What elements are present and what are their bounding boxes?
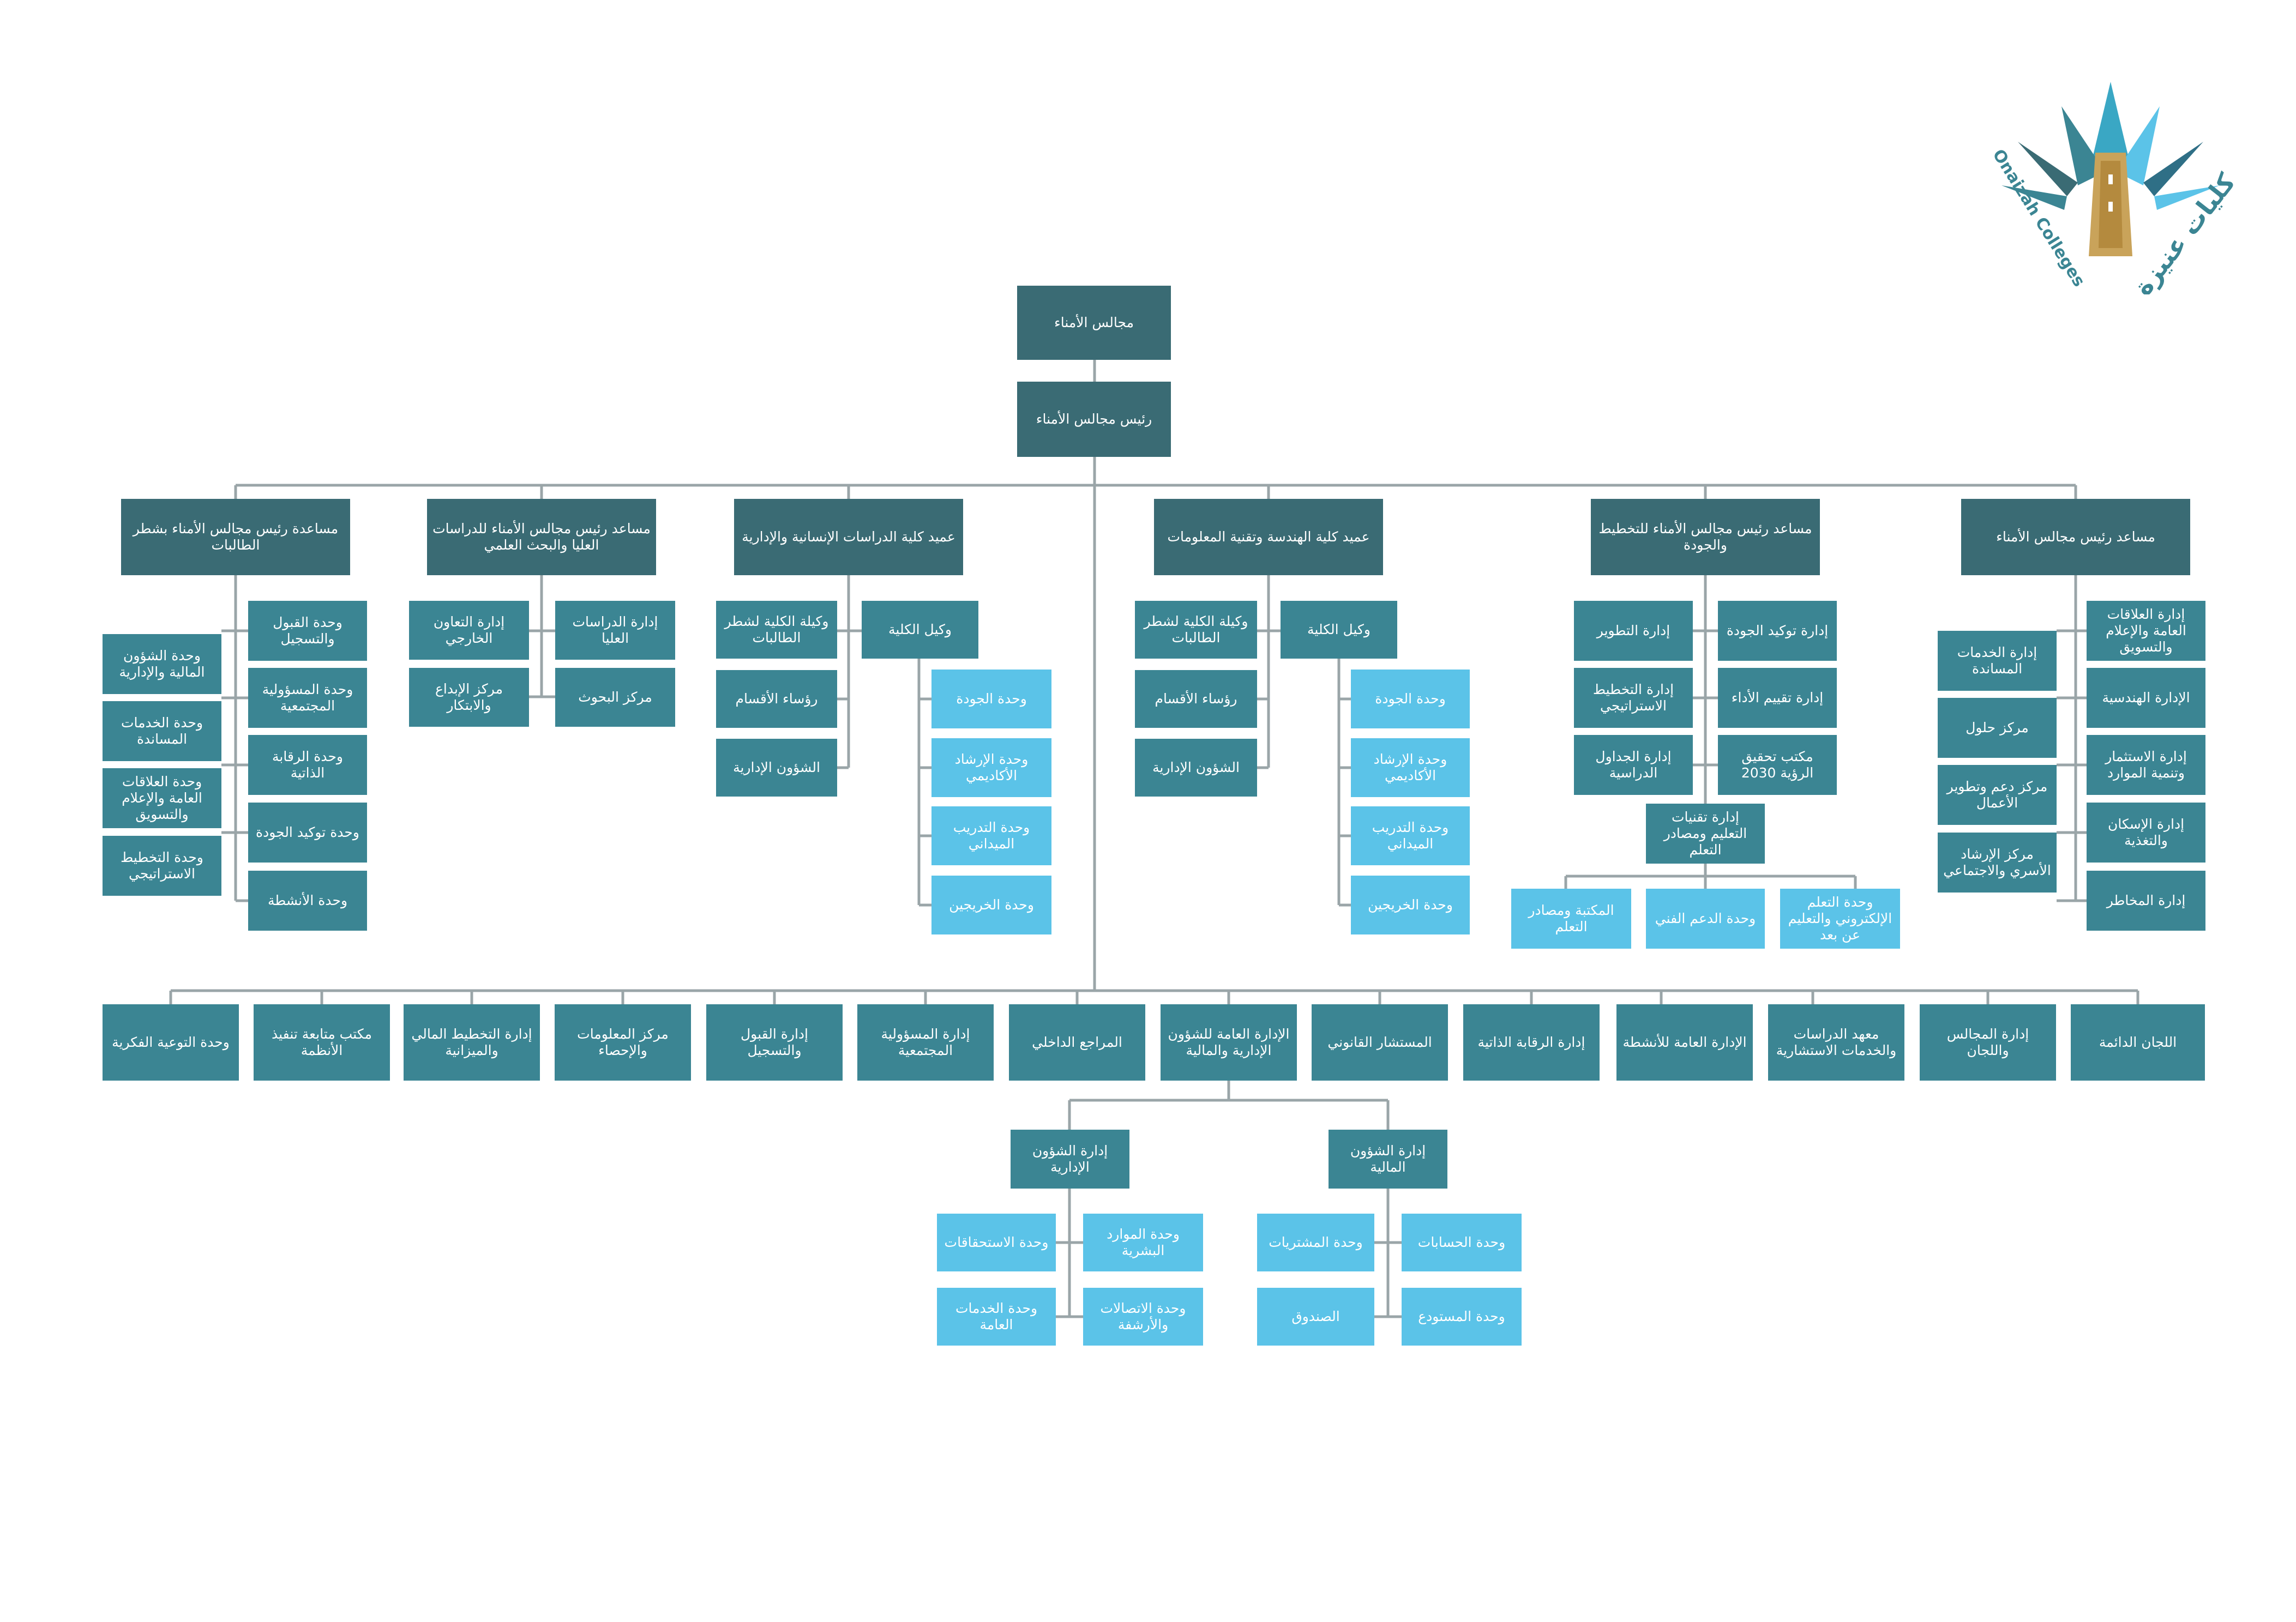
bottom-unit: إدارة المجالس واللجان — [1920, 1004, 2056, 1081]
unit-box: مركز حلول — [1938, 698, 2057, 758]
unit-box: رؤساء الأقسام — [1135, 670, 1257, 728]
branch-title: مساعد رئيس مجالس الأمناء للتخطيط والجودة — [1591, 499, 1820, 575]
branch-title: عميد كلية الدراسات الإنسانية والإدارية — [734, 499, 963, 575]
unit-box: إدارة الإسكان والتغذية — [2087, 803, 2205, 863]
unit-box: وحدة الخدمات العامة — [937, 1288, 1056, 1346]
unit-box: الإدارة الهندسية — [2087, 668, 2205, 728]
branch-title: مساعد رئيس مجالس الأمناء — [1961, 499, 2190, 575]
unit-box: وحدة الرقابة الذاتية — [248, 735, 367, 795]
branch-title: عميد كلية الهندسة وتقنية المعلومات — [1154, 499, 1383, 575]
unit-box: وحدة التدريب الميداني — [1351, 806, 1470, 865]
logo-english-text: Onaizah Colleges — [1988, 146, 2088, 291]
unit-box: وحدة التعلم الإلكتروني والتعليم عن بعد — [1780, 889, 1900, 949]
bottom-unit: معهد الدراسات والخدمات الاستشارية — [1768, 1004, 1904, 1081]
unit-box: وكيل الكلية — [862, 601, 978, 659]
unit-box: إدارة التخطيط الاستراتيجي — [1574, 668, 1693, 728]
unit-box: وحدة الجودة — [1351, 670, 1470, 728]
unit-box: الصندوق — [1257, 1288, 1374, 1346]
unit-box: وحدة الخريجين — [1351, 876, 1470, 934]
unit-box: وكيل الكلية — [1281, 601, 1397, 659]
bottom-unit: الإدارة العامة للشؤون الإدارية والمالية — [1161, 1004, 1297, 1081]
unit-box: وحدة الحسابات — [1402, 1214, 1522, 1271]
unit-box: وحدة الخدمات المساندة — [103, 701, 221, 761]
bottom-unit: المستشار القانوني — [1312, 1004, 1448, 1081]
unit-box: وحدة القبول والتسجيل — [248, 601, 367, 661]
unit-box: إدارة توكيد الجودة — [1718, 601, 1837, 661]
unit-box: وحدة العلاقات العامة والإعلام والتسويق — [103, 768, 221, 828]
unit-box: الشؤون الإدارية — [1135, 739, 1257, 797]
bottom-unit: وحدة التوعية الفكرية — [103, 1004, 239, 1081]
unit-box: وحدة الموارد البشرية — [1083, 1214, 1203, 1271]
bottom-unit: مكتب متابعة تنفيذ الأنظمة — [254, 1004, 390, 1081]
unit-box: وحدة الاستحقاقات — [937, 1214, 1056, 1271]
unit-box: وحدة الشؤون المالية والإدارية — [103, 634, 221, 694]
unit-box: وحدة الجودة — [931, 670, 1051, 728]
unit-box: مركز الإبداع والابتكار — [409, 668, 529, 727]
board-of-trustees: مجالس الأمناء — [1017, 286, 1171, 360]
onaizah-colleges-logo: كليات عنيزة Onaizah Colleges — [1988, 82, 2241, 294]
unit-box: إدارة العلاقات العامة والإعلام والتسويق — [2087, 601, 2205, 661]
unit-box: وحدة توكيد الجودة — [248, 803, 367, 863]
unit-box: وحدة التخطيط الاستراتيجي — [103, 836, 221, 896]
bottom-unit: إدارة المسؤولية المجتمعية — [857, 1004, 994, 1081]
unit-box: المكتبة ومصادر التعلم — [1511, 889, 1631, 949]
bottom-unit: المراجع الداخلي — [1009, 1004, 1145, 1081]
bottom-unit: إدارة الرقابة الذاتية — [1463, 1004, 1600, 1081]
unit-box: وحدة الإرشاد الأكاديمي — [1351, 738, 1470, 797]
unit-box: وحدة الأنشطة — [248, 871, 367, 931]
unit-box: وحدة الخريجين — [931, 876, 1051, 934]
bottom-unit: مركز المعلومات والإحصاء — [555, 1004, 691, 1081]
branch-title: مساعدة رئيس مجالس الأمناء بشطر الطالبات — [121, 499, 350, 575]
unit-box: وحدة الدعم الفني — [1646, 889, 1765, 949]
unit-box: وحدة المستودع — [1402, 1288, 1522, 1346]
unit-box: مركز البحوث — [555, 668, 675, 727]
unit-box: إدارة التعاون الخارجي — [409, 601, 529, 660]
unit-box: وحدة المسؤولية المجتمعية — [248, 668, 367, 728]
unit-box: وحدة المشتريات — [1257, 1214, 1374, 1271]
bottom-unit: إدارة القبول والتسجيل — [706, 1004, 843, 1081]
unit-box: وكيلة الكلية لشطر الطالبات — [716, 601, 837, 659]
unit-box: مركز دعم وتطوير الأعمال — [1938, 765, 2057, 825]
unit-box: إدارة الاستثمار وتنمية الموارد — [2087, 735, 2205, 795]
chairman: رئيس مجالس الأمناء — [1017, 382, 1171, 457]
unit-box: الشؤون الإدارية — [716, 739, 837, 797]
finance-title: إدارة الشؤون المالية — [1329, 1130, 1447, 1189]
bottom-unit: الإدارة العامة للأنشطة — [1616, 1004, 1753, 1081]
unit-box: إدارة المخاطر — [2087, 871, 2205, 931]
unit-box: إدارة تقييم الأداء — [1718, 668, 1837, 728]
bottom-unit: اللجان الدائمة — [2071, 1004, 2205, 1081]
unit-box: مكتب تحقيق الرؤية 2030 — [1718, 735, 1837, 795]
unit-box: رؤساء الأقسام — [716, 670, 837, 728]
logo-arabic-text: كليات عنيزة — [2127, 168, 2241, 294]
unit-box: وحدة الإرشاد الأكاديمي — [931, 738, 1051, 797]
unit-box: إدارة الخدمات المساندة — [1938, 631, 2057, 691]
unit-box: وحدة الاتصالات والأرشفة — [1083, 1288, 1203, 1346]
branch-title: مساعد رئيس مجالس الأمناء للدراسات العليا… — [427, 499, 656, 575]
unit-box: مركز الإرشاد الأسري والاجتماعي — [1938, 833, 2057, 893]
bottom-unit: إدارة التخطيط المالي والميزانية — [404, 1004, 540, 1081]
unit-box: إدارة التطوير — [1574, 601, 1693, 661]
unit-box: وحدة التدريب الميداني — [931, 806, 1051, 865]
unit-box: وكيلة الكلية لشطر الطالبات — [1135, 601, 1257, 659]
unit-box: إدارة تقنيات التعليم ومصادر التعلم — [1646, 804, 1765, 864]
unit-box: إدارة الجداول الدراسية — [1574, 735, 1693, 795]
admin-title: إدارة الشؤون الإدارية — [1011, 1130, 1129, 1189]
unit-box: إدارة الدراسات العليا — [555, 601, 675, 660]
